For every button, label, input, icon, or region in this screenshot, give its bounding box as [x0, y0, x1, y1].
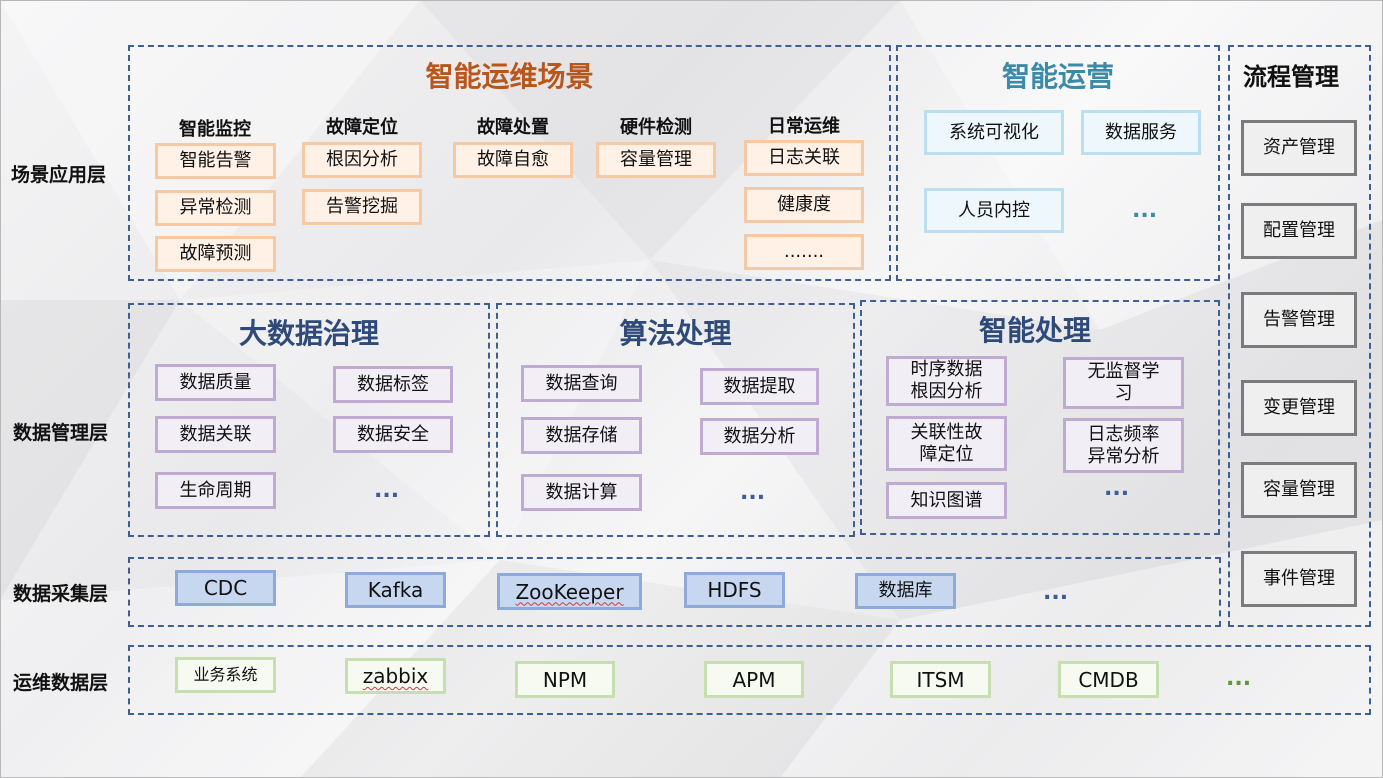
- opsdata-item-business: 业务系统: [175, 657, 276, 693]
- opsdata-item-zabbix: zabbix: [345, 658, 446, 694]
- smart-item-knowledge-graph: 知识图谱: [886, 482, 1007, 519]
- scene-item-self-heal: 故障自愈: [453, 142, 573, 178]
- collect-item-hdfs: HDFS: [684, 572, 785, 608]
- smart-more-dots: ...: [1104, 476, 1130, 501]
- opsdata-panel: [128, 645, 1371, 715]
- smart-title: 智能处理: [978, 314, 1091, 347]
- scene-item-log-assoc: 日志关联: [744, 140, 864, 176]
- process-item-asset: 资产管理: [1241, 120, 1357, 176]
- collect-panel: [128, 557, 1221, 627]
- layer-label-data-management: 数据管理层: [13, 422, 109, 444]
- bigdata-item-lifecycle: 生命周期: [155, 472, 276, 509]
- bigdata-item-assoc: 数据关联: [155, 416, 276, 453]
- collect-item-cdc: CDC: [175, 570, 276, 606]
- bigdata-item-quality: 数据质量: [155, 364, 276, 401]
- smart-item-unsupervised: 无监督学 习: [1063, 357, 1184, 409]
- opsdata-item-itsm: ITSM: [890, 661, 991, 698]
- ops-item-staff-control: 人员内控: [924, 188, 1064, 233]
- process-item-capacity: 容量管理: [1241, 462, 1357, 518]
- scene-item-smart-alert: 智能告警: [155, 143, 276, 179]
- collect-item-zookeeper-label: ZooKeeper: [515, 579, 624, 604]
- opsdata-item-apm: APM: [704, 661, 804, 698]
- collect-item-database: 数据库: [855, 573, 956, 609]
- algo-item-compute: 数据计算: [521, 474, 642, 511]
- scene-item-root-cause: 根因分析: [302, 142, 422, 178]
- scene-col-header-monitor: 智能监控: [179, 119, 251, 140]
- bigdata-item-tag: 数据标签: [333, 366, 453, 403]
- ops-item-data-service: 数据服务: [1081, 110, 1201, 155]
- opsdata-item-npm: NPM: [515, 661, 615, 698]
- collect-item-kafka: Kafka: [345, 572, 446, 608]
- ops-item-visualization: 系统可视化: [924, 110, 1064, 155]
- process-title: 流程管理: [1243, 63, 1339, 91]
- scene-title: 智能运维场景: [425, 60, 594, 93]
- layer-label-data-collection: 数据采集层: [13, 583, 109, 605]
- algo-item-query: 数据查询: [521, 365, 642, 402]
- process-item-config: 配置管理: [1241, 203, 1357, 259]
- bigdata-more-dots: ...: [374, 478, 400, 503]
- scene-col-header-hardware: 硬件检测: [620, 117, 692, 138]
- layer-label-ops-data: 运维数据层: [13, 672, 109, 694]
- opsdata-item-cmdb: CMDB: [1058, 661, 1159, 698]
- scene-col-header-locate: 故障定位: [326, 117, 398, 138]
- smart-item-log-anomaly: 日志频率 异常分析: [1063, 418, 1184, 473]
- scene-item-more: .......: [744, 234, 864, 270]
- process-item-change: 变更管理: [1241, 380, 1357, 436]
- smart-item-fault-locate: 关联性故 障定位: [886, 416, 1007, 471]
- process-item-alert: 告警管理: [1241, 292, 1357, 348]
- algo-title: 算法处理: [619, 317, 732, 350]
- bigdata-title: 大数据治理: [238, 317, 379, 350]
- layer-label-scene: 场景应用层: [11, 164, 107, 186]
- ops-title: 智能运营: [1001, 60, 1114, 93]
- algo-item-analysis: 数据分析: [700, 418, 819, 455]
- bigdata-item-security: 数据安全: [333, 416, 453, 453]
- smart-item-timeseries-root: 时序数据 根因分析: [886, 356, 1007, 406]
- scene-item-anomaly-detect: 异常检测: [155, 190, 276, 226]
- process-item-event: 事件管理: [1241, 551, 1357, 607]
- scene-panel: [128, 45, 891, 281]
- ops-panel: [896, 45, 1220, 281]
- opsdata-item-zabbix-label: zabbix: [362, 664, 429, 688]
- opsdata-more-dots: ...: [1226, 666, 1252, 691]
- algo-panel: [496, 303, 855, 537]
- algo-more-dots: ...: [740, 480, 766, 505]
- scene-item-health: 健康度: [744, 187, 864, 223]
- scene-item-fault-predict: 故障预测: [155, 236, 276, 272]
- scene-col-header-daily: 日常运维: [768, 116, 840, 137]
- process-panel: [1228, 45, 1371, 627]
- smart-panel: [860, 300, 1220, 535]
- scene-col-header-handle: 故障处置: [477, 117, 549, 138]
- ops-more-dots: ...: [1132, 198, 1158, 223]
- collect-more-dots: ...: [1043, 580, 1069, 605]
- bigdata-panel: [128, 303, 490, 537]
- scene-item-alert-mining: 告警挖掘: [302, 189, 422, 225]
- collect-item-zookeeper: ZooKeeper: [497, 573, 642, 610]
- scene-item-capacity: 容量管理: [596, 142, 716, 178]
- algo-item-storage: 数据存储: [521, 417, 642, 454]
- algo-item-extract: 数据提取: [700, 368, 819, 405]
